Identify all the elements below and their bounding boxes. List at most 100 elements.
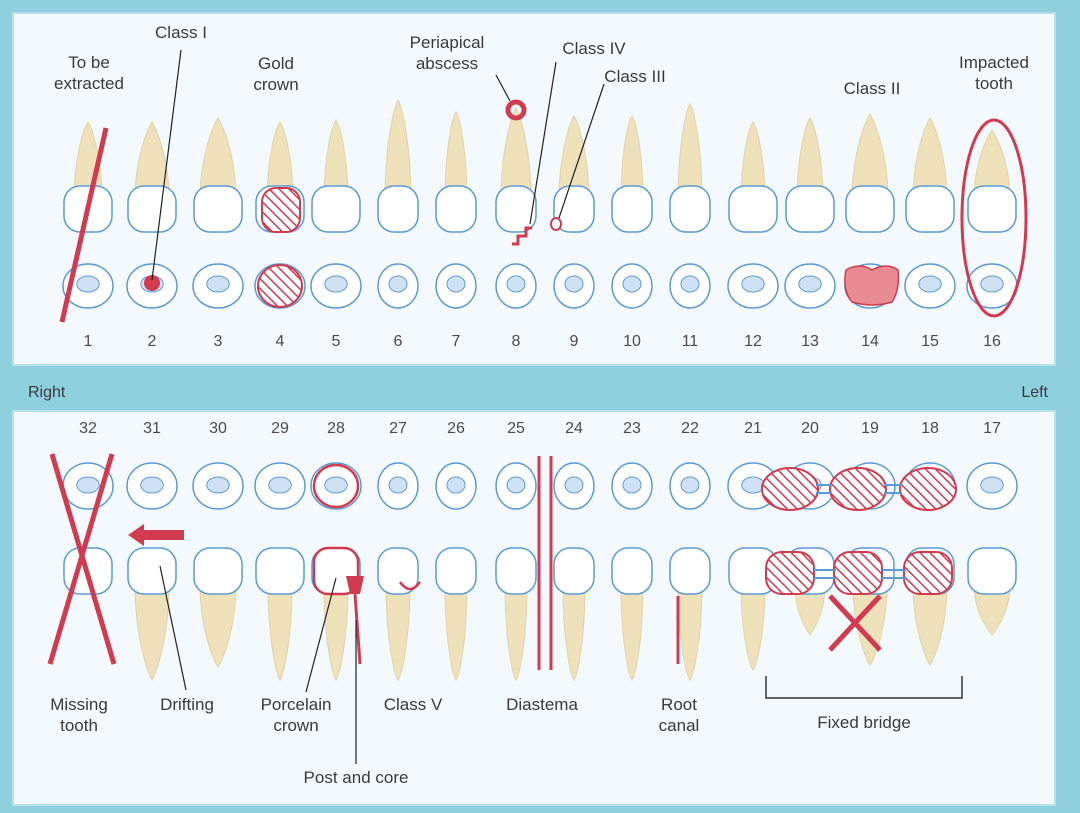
tooth-number-24: 24 xyxy=(565,420,583,437)
label-to-be-extracted: To be extracted xyxy=(54,53,124,93)
lower-crown-22 xyxy=(669,547,711,595)
tooth-number-14: 14 xyxy=(861,333,879,350)
upper-crown-3 xyxy=(193,185,243,233)
upper-root-7 xyxy=(444,111,468,201)
lower-root-31 xyxy=(134,584,170,681)
label-fixed-bridge: Fixed bridge xyxy=(817,713,911,732)
label-periapical-abscess: Periapical abscess xyxy=(409,33,485,73)
periapical-abscess-ring xyxy=(505,99,527,121)
lower-fissure-23 xyxy=(622,476,642,494)
upper-root-9 xyxy=(558,115,590,201)
label-class-v: Class V xyxy=(383,695,443,714)
tooth-number-11: 11 xyxy=(681,333,699,350)
upper-root-5 xyxy=(323,119,349,201)
tooth-number-7: 7 xyxy=(451,333,461,350)
upper-crown-8 xyxy=(495,185,537,233)
tooth-number-31: 31 xyxy=(143,420,161,437)
label-class-i: Class I xyxy=(155,23,207,42)
upper-root-6 xyxy=(384,99,412,201)
upper-fissure-8 xyxy=(506,275,526,293)
lower-fissure-29 xyxy=(268,476,292,494)
upper-crown-2 xyxy=(127,185,177,233)
upper-root-11 xyxy=(677,103,703,201)
upper-fissure-3 xyxy=(206,275,230,293)
class-ii-filling xyxy=(844,265,900,306)
lower-root-22 xyxy=(677,584,703,681)
label-class-ii: Class II xyxy=(843,79,901,98)
tooth-number-1: 1 xyxy=(83,333,93,350)
side-label-right: Right xyxy=(28,384,66,401)
tooth-number-2: 2 xyxy=(147,333,157,350)
lower-crown-31 xyxy=(127,547,177,595)
impacted-tooth-ring xyxy=(960,118,1028,318)
lower-crown-30 xyxy=(193,547,243,595)
tooth-number-20: 20 xyxy=(801,420,819,437)
bridge-crown-3 xyxy=(903,551,953,595)
tooth-number-19: 19 xyxy=(861,420,879,437)
upper-root-13 xyxy=(796,117,824,201)
lower-crown-23 xyxy=(611,547,653,595)
tooth-number-28: 28 xyxy=(327,420,345,437)
bridge-occlusal-1 xyxy=(761,467,819,511)
upper-crown-10 xyxy=(611,185,653,233)
class-i-cavity xyxy=(144,275,160,291)
lower-root-30 xyxy=(199,584,237,668)
gold-crown-side xyxy=(261,187,301,233)
gold-crown-occlusal xyxy=(257,264,303,308)
class-iii-leader xyxy=(558,83,605,219)
lower-crown-25 xyxy=(495,547,537,595)
upper-crown-14 xyxy=(845,185,895,233)
lower-crown-24 xyxy=(553,547,595,595)
lower-root-26 xyxy=(444,584,468,681)
label-impacted-tooth: Impacted tooth xyxy=(959,53,1029,93)
side-label-left: Left xyxy=(1021,384,1048,401)
pontic-x-2 xyxy=(828,594,882,652)
lower-root-17 xyxy=(973,584,1011,636)
bridge-occlusal-2 xyxy=(829,467,887,511)
tooth-number-21: 21 xyxy=(744,420,762,437)
label-diastema: Diastema xyxy=(506,695,578,714)
upper-fissure-6 xyxy=(388,275,408,293)
upper-root-2 xyxy=(134,121,170,201)
class-iv-fracture xyxy=(512,226,532,246)
lower-root-18 xyxy=(912,584,948,666)
lower-fissure-27 xyxy=(388,476,408,494)
post-core-post xyxy=(353,593,362,665)
tooth-number-6: 6 xyxy=(393,333,403,350)
tooth-number-18: 18 xyxy=(921,420,939,437)
missing-tooth-x-2 xyxy=(47,453,115,665)
tooth-number-4: 4 xyxy=(275,333,285,350)
upper-crown-13 xyxy=(785,185,835,233)
class-iii-lesion xyxy=(550,217,562,231)
drifting-arrow xyxy=(128,524,184,546)
class-i-leader xyxy=(151,49,182,281)
tooth-number-25: 25 xyxy=(507,420,525,437)
bridge-crown-1 xyxy=(765,551,815,595)
lower-fissure-30 xyxy=(206,476,230,494)
tooth-number-13: 13 xyxy=(801,333,819,350)
tooth-number-16: 16 xyxy=(983,333,1001,350)
lower-crown-29 xyxy=(255,547,305,595)
upper-root-4 xyxy=(266,121,294,201)
bridge-occlusal-3 xyxy=(899,467,957,511)
upper-root-15 xyxy=(912,117,948,201)
abscess-leader xyxy=(495,74,511,102)
tooth-number-22: 22 xyxy=(681,420,699,437)
label-class-iii: Class III xyxy=(604,67,666,86)
porcelain-crown-leader xyxy=(305,577,337,693)
tooth-number-10: 10 xyxy=(623,333,641,350)
tooth-number-30: 30 xyxy=(209,420,227,437)
upper-crown-5 xyxy=(311,185,361,233)
label-porcelain-crown: Porcelain crown xyxy=(260,695,332,735)
lower-root-28 xyxy=(323,584,349,681)
label-post-and-core: Post and core xyxy=(303,768,409,787)
upper-fissure-15 xyxy=(918,275,942,293)
lower-root-23 xyxy=(620,584,644,681)
tooth-number-12: 12 xyxy=(744,333,762,350)
label-class-iv: Class IV xyxy=(562,39,626,58)
lower-root-27 xyxy=(385,584,411,681)
label-missing-tooth: Missing tooth xyxy=(50,695,108,735)
tooth-number-23: 23 xyxy=(623,420,641,437)
lower-fissure-17 xyxy=(980,476,1004,494)
